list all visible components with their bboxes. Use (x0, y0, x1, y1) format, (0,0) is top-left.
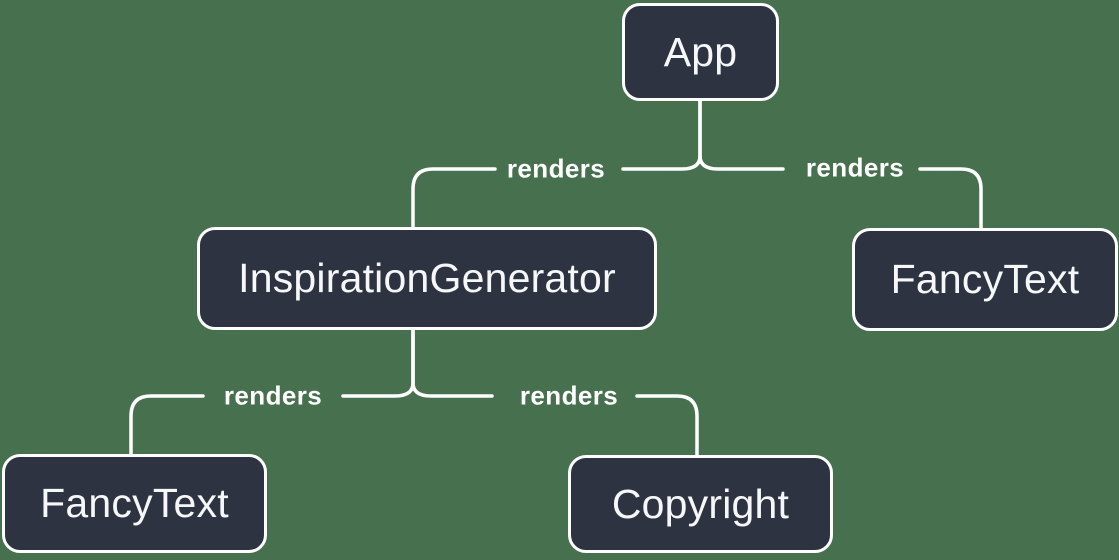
node-fancy-text-bottom: FancyText (2, 454, 267, 553)
node-fancy-text-top: FancyText (852, 228, 1118, 331)
edge-app-to-fancytext (698, 98, 983, 230)
node-inspiration-generator: InspirationGenerator (197, 227, 657, 330)
node-fancy-text-bottom-label: FancyText (40, 480, 229, 526)
node-copyright: Copyright (568, 455, 833, 553)
node-fancy-text-top-label: FancyText (890, 256, 1080, 302)
edge-inspirationgenerator-to-copyright (411, 328, 699, 457)
node-app: App (622, 3, 779, 101)
node-inspiration-generator-label: InspirationGenerator (238, 255, 616, 301)
node-copyright-label: Copyright (611, 480, 790, 527)
edge-label-app-fancytext: renders (805, 152, 905, 183)
edge-label-inspirationgenerator-copyright: renders (519, 380, 619, 411)
edge-label-app-inspirationgenerator: renders (506, 153, 606, 184)
node-app-label: App (663, 28, 738, 75)
edge-label-inspirationgenerator-fancytext: renders (223, 380, 323, 411)
